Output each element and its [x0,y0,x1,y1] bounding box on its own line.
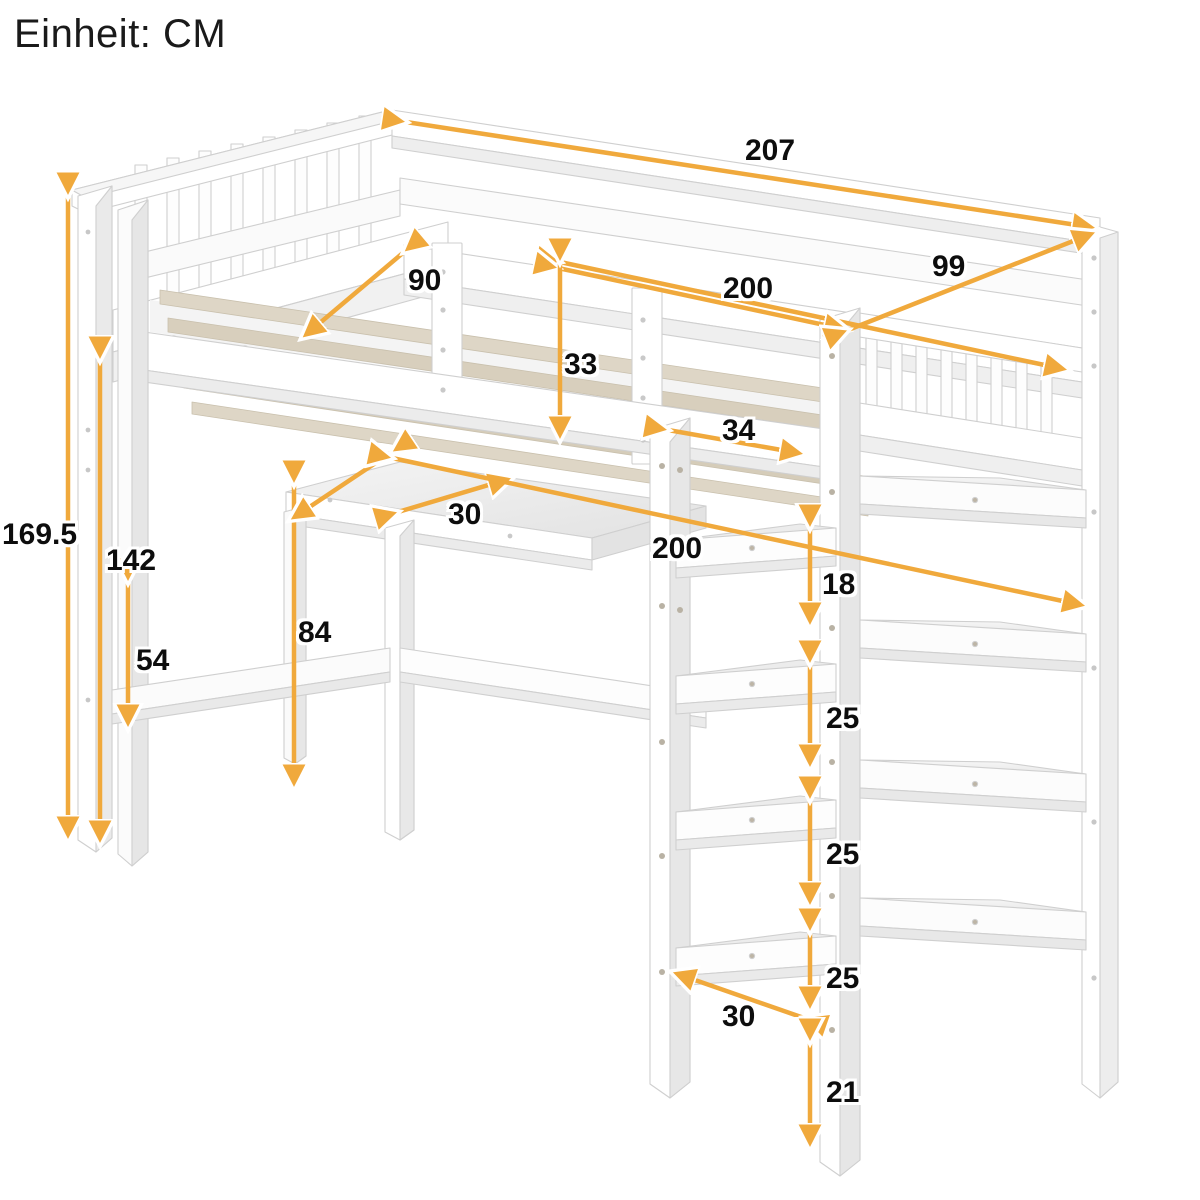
dimension-label-200-desk: 200 [652,532,703,565]
dimension-label-169-5: 169.5 [2,518,78,551]
dimension-label-90: 90 [408,264,442,297]
dimension-label-34: 34 [722,414,756,447]
dimension-label-25-b: 25 [826,838,860,871]
arrow-200-desk [392,458,1086,606]
arrow-207 [406,122,1096,228]
dimension-label-33: 33 [564,348,598,381]
dimension-label-25-a: 25 [826,702,860,735]
desk-stretcher-right [399,647,707,729]
arrow-30-shelf [672,972,804,1018]
left-corner-post [77,185,113,853]
dimension-label-142: 142 [106,544,157,577]
dimension-label-30-shelf: 30 [722,1000,756,1033]
left-rear-leg [117,199,149,867]
arrow-90 [302,252,404,338]
dimension-label-25-c: 25 [826,962,860,995]
page-title: Einheit: CM [14,12,227,56]
arrow-200-bed [558,268,848,330]
dimension-arrows [68,122,1096,1148]
dimension-label-21: 21 [826,1076,860,1109]
arrow-99 [848,232,1096,330]
right-rear-post [819,307,861,1177]
shelf-outer-1 [859,475,1087,529]
right-front-corner-post [1081,221,1119,1099]
dimension-label-30-desk: 30 [448,498,482,531]
dimension-label-54: 54 [136,644,170,677]
dimension-label-84: 84 [298,616,332,649]
shelf-outer-4 [859,897,1087,951]
shelf-outer-2 [859,619,1087,673]
right-end-guardrail [852,311,1083,487]
dimension-label-207: 207 [745,134,796,167]
dimension-label-99: 99 [932,250,966,283]
dimension-label-18: 18 [822,568,856,601]
shelf-outer-3 [859,759,1087,813]
dimension-label-200-bed: 200 [723,272,774,305]
